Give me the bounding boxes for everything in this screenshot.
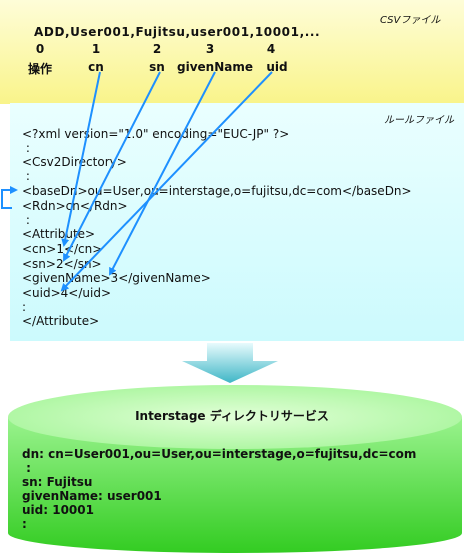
xml-ellipsis-line: :	[22, 141, 30, 155]
csv-field-operation: 操作	[27, 62, 52, 76]
csv-record-line: ADD,User001,Fujitsu,user001,10001,...	[34, 25, 321, 39]
csv-field-uid: uid	[266, 60, 288, 74]
sn-mapping-line: <sn>2</sn>	[22, 257, 102, 271]
basedn-line: <baseDn>ou=User,ou=interstage,o=fujitsu,…	[22, 184, 412, 198]
ldif-ellipsis-line: :	[22, 461, 31, 475]
csv-file-title: CSVファイル	[380, 15, 441, 26]
csv-index-4: 4	[266, 42, 276, 56]
uid-mapping-line: <uid>4</uid>	[22, 286, 112, 300]
directory-cylinder-icon	[8, 385, 462, 553]
down-arrow-icon	[182, 343, 278, 383]
attribute-open-line: <Attribute>	[22, 227, 96, 241]
xml-declaration-line: <?xml version="1.0" encoding="EUC-JP" ?>	[22, 127, 290, 141]
csv-field-cn: cn	[88, 60, 104, 74]
rdn-line: <Rdn>cn</Rdn>	[22, 199, 128, 213]
xml-ellipsis-line: :	[22, 213, 30, 227]
csv-index-0: 0	[35, 42, 45, 56]
csv-index-2: 2	[152, 42, 162, 56]
rule-file-title: ルールファイル	[384, 115, 454, 126]
givenname-entry-line: givenName: user001	[22, 489, 162, 503]
xml-ellipsis-line: :	[22, 300, 27, 314]
cn-mapping-line: <cn>1</cn>	[22, 242, 103, 256]
uid-entry-line: uid: 10001	[22, 503, 94, 517]
directory-service-title: Interstage ディレクトリサービス	[135, 409, 329, 423]
ldif-ellipsis-line: :	[22, 517, 27, 531]
xml-ellipsis-line: :	[22, 169, 30, 183]
sn-entry-line: sn: Fujitsu	[22, 475, 93, 489]
dn-entry-line: dn: cn=User001,ou=User,ou=interstage,o=f…	[22, 447, 417, 461]
csv-field-sn: sn	[149, 60, 165, 74]
csv-index-3: 3	[205, 42, 215, 56]
attribute-close-line: </Attribute>	[22, 314, 100, 328]
csv-index-1: 1	[91, 42, 101, 56]
csv2directory-open-line: <Csv2Directory>	[22, 155, 127, 169]
csv-field-givenname: givenName	[177, 60, 253, 74]
givenname-mapping-line: <givenName>3</givenName>	[22, 271, 211, 285]
